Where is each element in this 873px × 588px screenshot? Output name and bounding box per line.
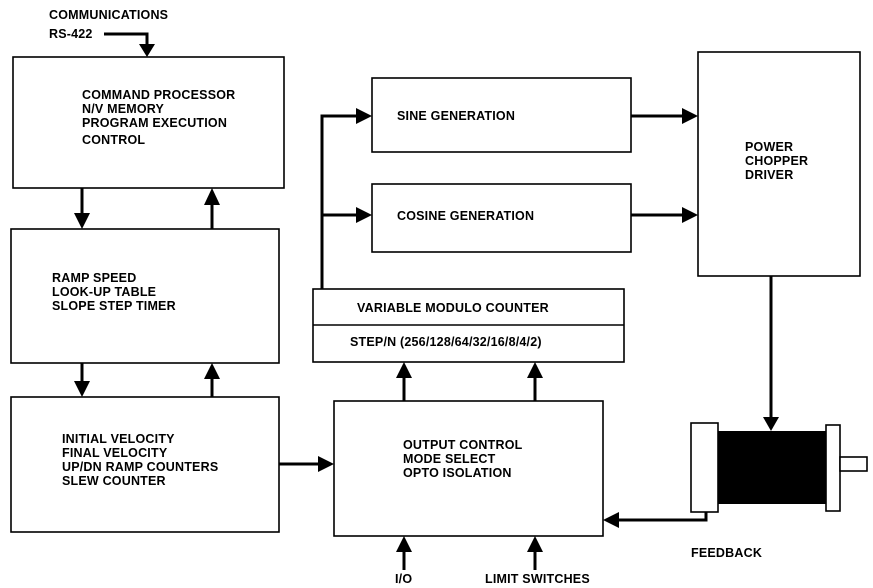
limit-switches-label: LIMIT SWITCHES <box>485 572 590 586</box>
velocity-box <box>10 396 280 533</box>
limit-switches-input-arrow <box>527 536 543 570</box>
stepper-motor-icon <box>690 422 868 513</box>
ramp-to-velocity-arrow <box>74 363 90 397</box>
io-input-arrow <box>396 536 412 570</box>
rs422-arrow <box>104 32 155 57</box>
feedback-label: FEEDBACK <box>691 546 763 560</box>
driver-line: DRIVER <box>745 168 794 182</box>
final-velocity-line: FINAL VELOCITY <box>62 446 168 460</box>
output-to-counter-arrow-right <box>527 362 543 401</box>
feedback-arrow <box>603 512 708 528</box>
modulo-counter-label: VARIABLE MODULO COUNTER <box>357 301 549 315</box>
velocity-text: INITIAL VELOCITY FINAL VELOCITY UP/DN RA… <box>62 432 218 488</box>
sine-generation-box <box>371 77 632 153</box>
program-execution-line: PROGRAM EXECUTION <box>82 116 228 130</box>
ramp-counters-line: UP/DN RAMP COUNTERS <box>62 460 219 474</box>
velocity-to-output-arrow <box>279 456 334 472</box>
power-line: POWER <box>745 140 794 154</box>
step-n-label: STEP/N (256/128/64/32/16/8/4/2) <box>350 335 542 349</box>
slope-step-timer-line: SLOPE STEP TIMER <box>52 299 176 313</box>
ramp-text: RAMP SPEED LOOK-UP TABLE SLOPE STEP TIME… <box>52 271 176 313</box>
power-driver-text: POWER CHOPPER DRIVER <box>745 140 808 182</box>
io-label: I/O <box>395 572 413 586</box>
counter-to-sine-cosine-arrows <box>320 108 372 289</box>
nv-memory-line: N/V MEMORY <box>82 102 165 116</box>
rs422-label: RS-422 <box>49 27 93 41</box>
cosine-generation-label: COSINE GENERATION <box>397 209 535 223</box>
output-control-line: OUTPUT CONTROL <box>403 438 523 452</box>
lookup-table-line: LOOK-UP TABLE <box>52 285 157 299</box>
ramp-box <box>10 228 280 364</box>
slew-counter-line: SLEW COUNTER <box>62 474 166 488</box>
sine-to-driver-arrow <box>631 108 698 124</box>
velocity-to-ramp-arrow <box>204 363 220 397</box>
mode-select-line: MODE SELECT <box>403 452 496 466</box>
command-processor-line: COMMAND PROCESSOR <box>82 88 236 102</box>
output-to-counter-arrow-left <box>396 362 412 401</box>
cosine-to-driver-arrow <box>631 207 698 223</box>
power-driver-box <box>697 51 861 277</box>
chopper-line: CHOPPER <box>745 154 809 168</box>
opto-isolation-line: OPTO ISOLATION <box>403 466 512 480</box>
cosine-generation-box <box>371 183 632 253</box>
command-to-ramp-arrow <box>74 188 90 229</box>
communications-label: COMMUNICATIONS <box>49 8 169 22</box>
ramp-speed-line: RAMP SPEED <box>52 271 137 285</box>
output-control-box <box>333 400 604 537</box>
driver-to-motor-arrow <box>763 276 779 431</box>
output-control-text: OUTPUT CONTROL MODE SELECT OPTO ISOLATIO… <box>403 438 522 480</box>
initial-velocity-line: INITIAL VELOCITY <box>62 432 175 446</box>
control-line: CONTROL <box>82 133 146 147</box>
command-processor-box <box>12 56 285 189</box>
ramp-to-command-arrow <box>204 188 220 229</box>
sine-generation-label: SINE GENERATION <box>397 109 516 123</box>
command-processor-text: COMMAND PROCESSOR N/V MEMORY PROGRAM EXE… <box>82 88 235 147</box>
